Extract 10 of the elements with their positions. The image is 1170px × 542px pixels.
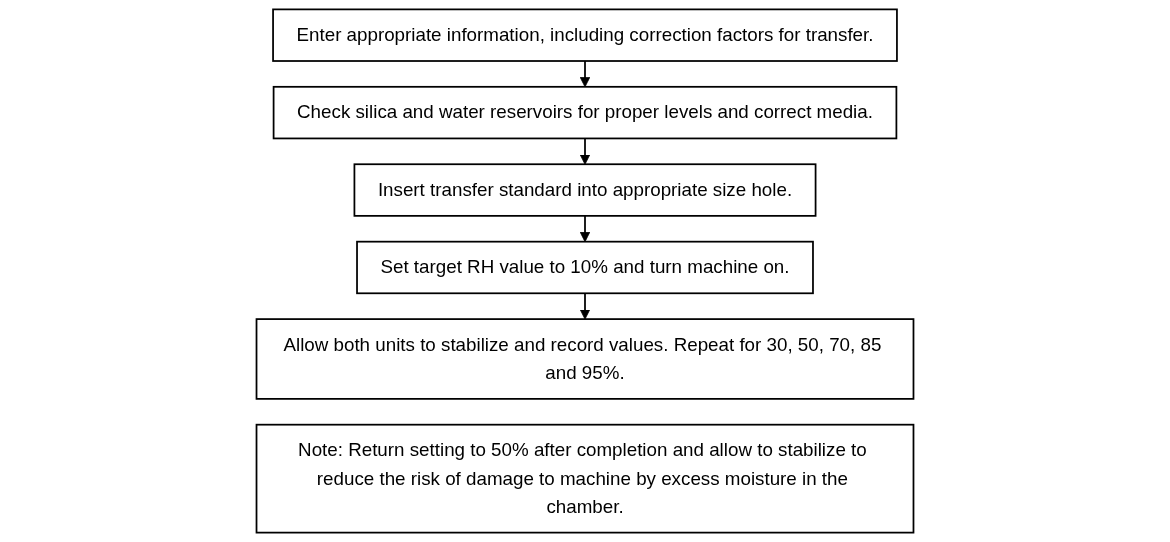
node-box: Set target RH value to 10% and turn machine on. <box>356 240 814 295</box>
arrow <box>579 137 591 165</box>
node-box: Enter appropriate information, including correction factors for transfer. <box>272 8 898 62</box>
arrow <box>579 60 591 88</box>
node-box: Check silica and water reservoirs for proper levels and correct media. <box>272 85 898 140</box>
arrow <box>579 292 591 320</box>
node-box: Allow both units to stabilize and record values. Repeat for 30, 50, 70, 85 and 95%. <box>255 318 915 400</box>
node-box: Insert transfer standard into appropriate size hole. <box>353 163 817 217</box>
arrow <box>579 215 591 243</box>
node-box: Note: Return setting to 50% after completion and allow to stabilize to reduce the risk of damage to machine by excess moisture in the chamber. <box>255 423 915 534</box>
